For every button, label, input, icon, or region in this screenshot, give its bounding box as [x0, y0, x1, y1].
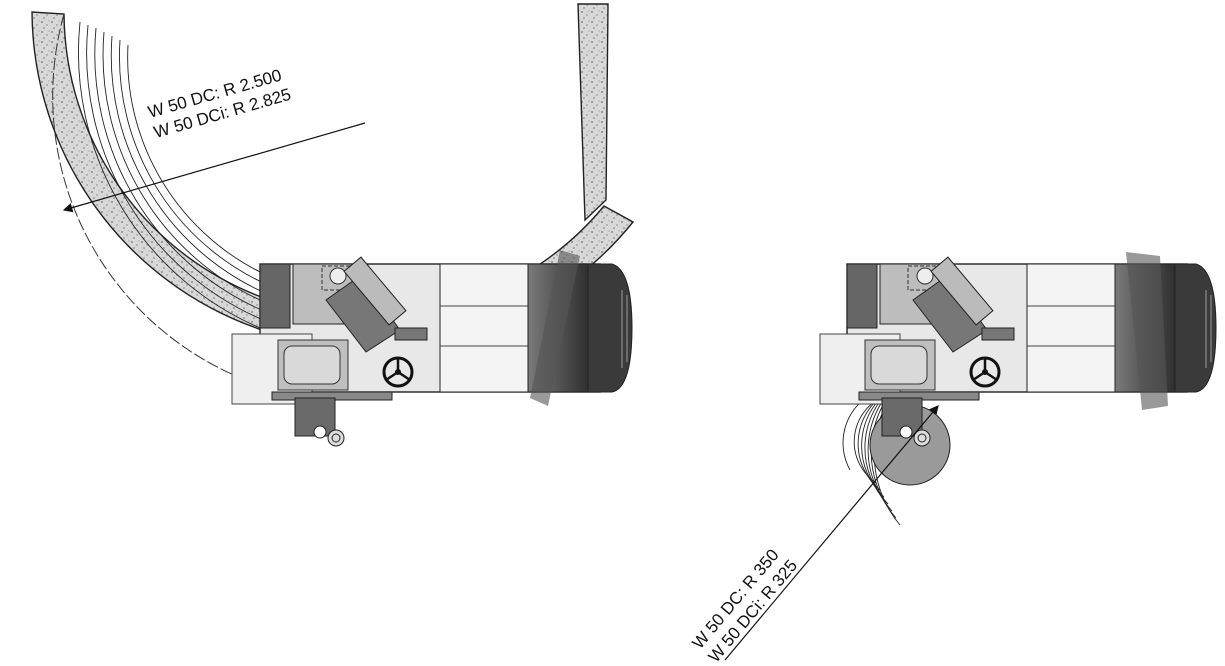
sweep-arcs: [78, 21, 284, 331]
right-radius-label: W 50 DC: R 350 W 50 DCi: R 325: [689, 546, 802, 666]
left-radius-label: W 50 DC: R 2.500 W 50 DCi: R 2.825: [146, 66, 293, 142]
right-radius-leader: [724, 405, 939, 661]
right-turning-diagram: W 50 DC: R 350 W 50 DCi: R 325: [689, 252, 1217, 666]
right-sweeper-machine: [819, 252, 1217, 486]
left-radius-leader: [62, 122, 366, 213]
left-turning-diagram: W 50 DC: R 2.500 W 50 DCi: R 2.825: [31, 3, 635, 447]
road-ring-right-edge: [577, 3, 609, 222]
road-ring: [31, 11, 635, 349]
left-sweeper-machine: [231, 250, 633, 447]
